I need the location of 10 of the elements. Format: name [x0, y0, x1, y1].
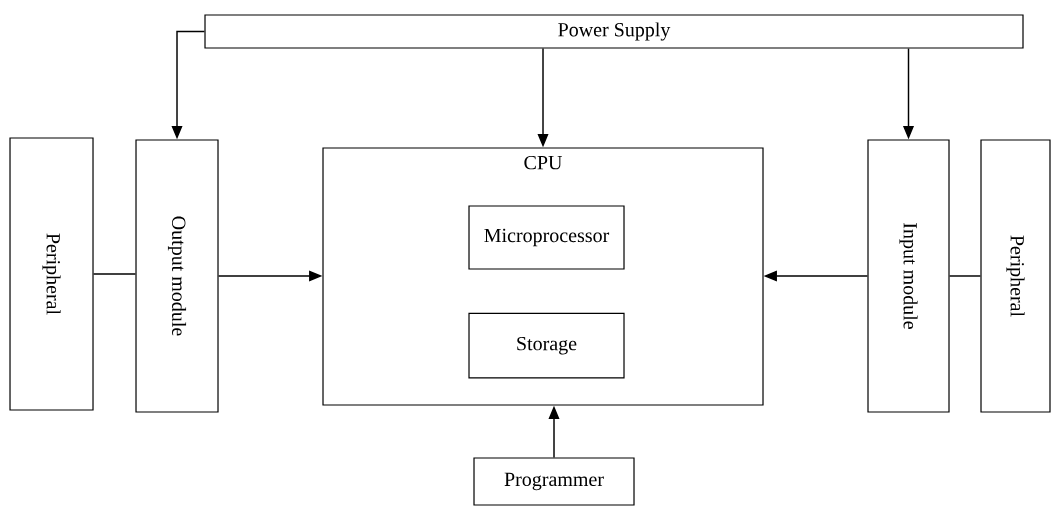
microprocessor-box: Microprocessor	[468, 205, 625, 270]
power-supply-box: Power Supply	[204, 14, 1024, 49]
peripheral-box: Peripheral	[980, 139, 1051, 413]
peripheral-box: Peripheral	[9, 137, 94, 411]
module-box: Output module	[135, 139, 219, 413]
programmer-box: Programmer	[473, 457, 635, 506]
module-box: Input module	[867, 139, 950, 413]
connector-line	[92, 273, 137, 275]
storage-box: Storage	[468, 312, 625, 379]
connector-line	[948, 275, 982, 277]
